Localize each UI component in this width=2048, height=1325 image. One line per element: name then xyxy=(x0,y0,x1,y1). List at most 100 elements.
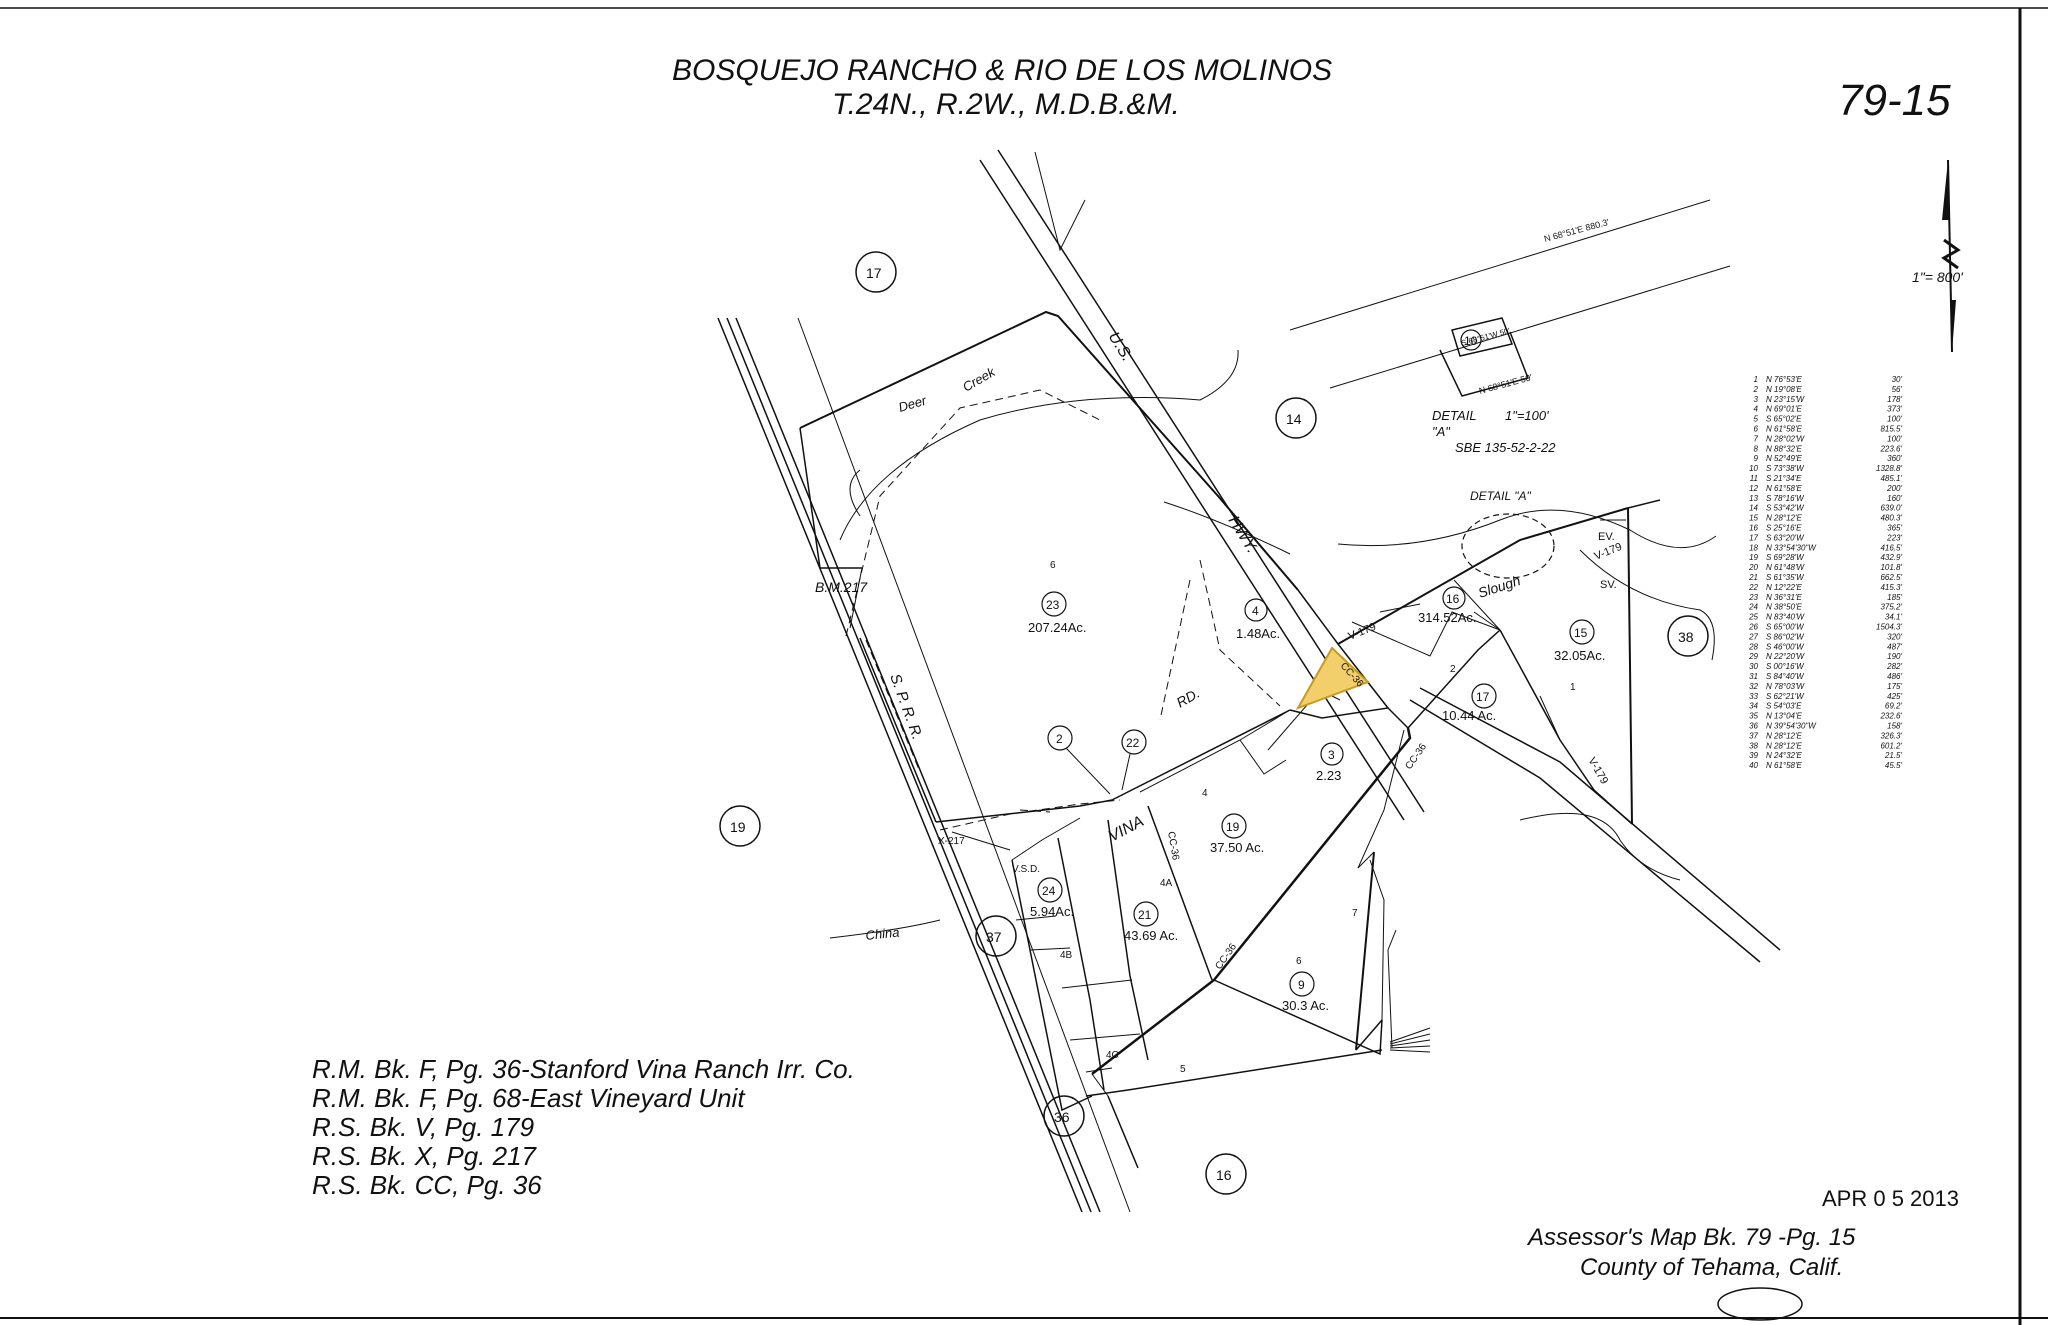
bearing-distance: 662.5' xyxy=(1880,573,1902,582)
svg-text:4A: 4A xyxy=(1160,878,1173,889)
bearing-direction: S 61°35'W xyxy=(1766,573,1805,582)
bearing-distance: 601.2' xyxy=(1880,741,1902,750)
detail-parcel-number: 10 xyxy=(1464,334,1478,348)
parcel-24[interactable]: 24 5.94Ac. 4B xyxy=(1030,877,1074,961)
bearing-number: 8 xyxy=(1754,444,1759,453)
bearing-distance: 175' xyxy=(1887,682,1902,691)
bearing-direction: N 88°32'E xyxy=(1766,444,1803,453)
bearing-distance: 232.6' xyxy=(1879,712,1902,721)
bearing-number: 31 xyxy=(1749,672,1758,681)
bearing-distance: 21.5' xyxy=(1884,751,1903,760)
map-subtitle: T.24N., R.2W., M.D.B.&M. xyxy=(832,88,1180,121)
bearing-distance: 373' xyxy=(1887,405,1902,414)
parcel-23[interactable]: 6 23 207.24Ac. xyxy=(1028,560,1087,635)
bearing-direction: N 69°01'E xyxy=(1766,405,1803,414)
bearing-number: 10 xyxy=(1749,464,1758,473)
bearing-direction: N 78°03'W xyxy=(1766,682,1806,691)
reference-line: R.M. Bk. F, Pg. 68-East Vineyard Unit xyxy=(312,1083,745,1113)
bearing-number: 12 xyxy=(1749,484,1758,493)
bearing-number: 38 xyxy=(1749,741,1758,750)
bearing-number: 7 xyxy=(1754,434,1759,443)
reference-line: R.S. Bk. V, Pg. 179 xyxy=(312,1112,535,1142)
neighbor-page-37[interactable]: 37 xyxy=(975,915,1017,957)
bearing-direction: N 28°02'W xyxy=(1766,434,1806,443)
parcel-3[interactable]: 3 2.23 xyxy=(1316,742,1344,783)
neighbor-page-38[interactable]: 38 xyxy=(1667,615,1709,657)
parcel-2[interactable]: 2 xyxy=(1047,725,1111,795)
parcel-22[interactable]: 22 xyxy=(1121,729,1147,791)
road-label-vina: VINA xyxy=(1106,813,1147,846)
neighbor-page-14[interactable]: 14 xyxy=(1275,397,1317,439)
bearing-direction: N 76°53'E xyxy=(1766,375,1803,384)
bearing-direction: S 65°00'W xyxy=(1766,623,1805,632)
bearing-number: 1 xyxy=(1754,375,1758,384)
bearing-number: 28 xyxy=(1748,642,1758,651)
bearing-direction: S 00°16'W xyxy=(1766,662,1805,671)
bearing-number: 14 xyxy=(1749,504,1758,513)
north-arrow-icon xyxy=(1941,159,1961,353)
bearing-row: 21 S 61°35'W 662.5' xyxy=(1748,573,1902,582)
bearing-number: 40 xyxy=(1749,761,1758,770)
parcel-15[interactable]: 15 32.05Ac. 1 xyxy=(1554,619,1605,693)
svg-text:2: 2 xyxy=(1056,732,1063,746)
label-tract-7: 7 xyxy=(1352,908,1358,919)
footer-map-ref: Assessor's Map Bk. 79 -Pg. 15 xyxy=(1526,1224,1856,1251)
bearing-direction: S 25°16'E xyxy=(1766,524,1802,533)
bearing-distance: 223.6' xyxy=(1879,444,1902,453)
neighbor-page-16[interactable]: 16 xyxy=(1205,1153,1247,1195)
dashed-boundaries xyxy=(845,389,1281,831)
bearing-distance: 158' xyxy=(1887,722,1902,731)
bearing-distance: 160' xyxy=(1887,494,1902,503)
label-x217: X-217 xyxy=(938,836,965,847)
bearing-number: 30 xyxy=(1749,662,1758,671)
bearing-number: 32 xyxy=(1749,682,1758,691)
parcel-16[interactable]: 16 314.52Ac. xyxy=(1418,586,1477,625)
parcel-17[interactable]: 2 17 10.44 Ac. xyxy=(1442,664,1497,723)
bearing-direction: N 23°15'W xyxy=(1766,395,1806,404)
detail-a-callout xyxy=(1461,513,1555,579)
bearing-direction: N 19°08'E xyxy=(1766,385,1803,394)
bearing-distance: 416.5' xyxy=(1880,543,1902,552)
bearing-distance: 326.3' xyxy=(1880,731,1902,740)
bearing-number: 18 xyxy=(1749,543,1758,552)
bearing-number: 17 xyxy=(1749,533,1758,542)
detail-a-ref: DETAIL "A" xyxy=(1470,489,1532,503)
stamp-oval xyxy=(1717,1287,1803,1321)
bearing-distance: 56' xyxy=(1892,385,1903,394)
reference-line: R.M. Bk. F, Pg. 36-Stanford Vina Ranch I… xyxy=(312,1054,855,1084)
highlighted-parcel[interactable] xyxy=(1295,646,1370,710)
neighbor-page-17[interactable]: 17 xyxy=(855,251,897,293)
svg-text:6: 6 xyxy=(1050,560,1056,571)
neighbor-page-19[interactable]: 19 xyxy=(719,805,761,847)
label-v179-a: V-179 xyxy=(1347,621,1378,643)
parcel-21[interactable]: 4A 21 43.69 Ac. xyxy=(1124,878,1178,943)
neighbor-page-36[interactable]: 36 xyxy=(1043,1095,1085,1137)
parcel-9[interactable]: 6 9 30.3 Ac. xyxy=(1282,956,1329,1013)
bearing-number: 21 xyxy=(1748,573,1758,582)
bearing-distance: 432.9' xyxy=(1880,553,1902,562)
bearing-row: 32 N 78°03'W 175' xyxy=(1749,682,1902,691)
label-tract-4c: 4C xyxy=(1106,1050,1119,1061)
parcel-19[interactable]: 4 19 37.50 Ac. xyxy=(1202,788,1264,855)
bearing-direction: S 86°02'W xyxy=(1766,632,1805,641)
bearing-distance: 100' xyxy=(1887,415,1902,424)
bearing-number: 27 xyxy=(1748,632,1758,641)
bearing-direction: N 36°31'E xyxy=(1766,593,1803,602)
parcel-4[interactable]: 4 1.48Ac. xyxy=(1236,598,1280,641)
bearing-number: 9 xyxy=(1754,454,1759,463)
bearing-number: 29 xyxy=(1748,652,1758,661)
bearing-distance: 485.1' xyxy=(1880,474,1902,483)
footer-county: County of Tehama, Calif. xyxy=(1580,1254,1843,1281)
label-v179-b: V-179 xyxy=(1593,541,1624,563)
